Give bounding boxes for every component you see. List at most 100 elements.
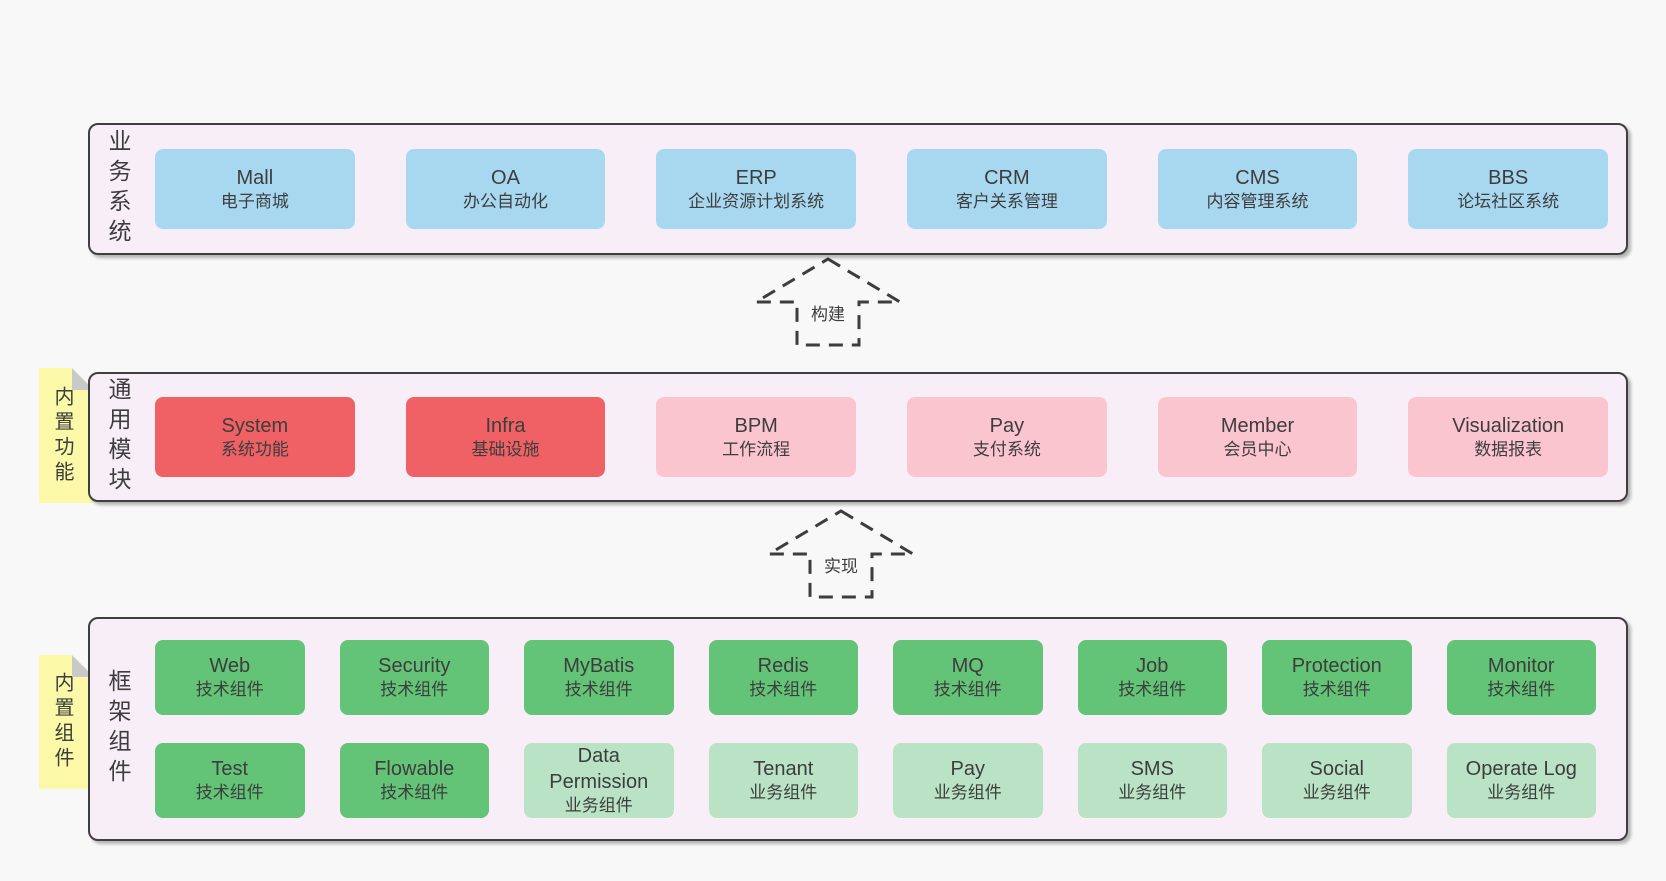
box-title: BBS [1488,166,1529,189]
build-arrow: 构建 [753,256,903,348]
box-title: Flowable [374,758,455,781]
builtin-components-note: 内置组件 [39,655,94,789]
box-subtitle: 技术组件 [380,680,449,700]
build-arrow-label: 构建 [808,300,848,325]
box-subtitle: 技术组件 [933,680,1002,700]
panel-label-modules: 通用模块 [105,377,131,497]
box-subtitle: 客户关系管理 [955,191,1058,211]
box-subtitle: 数据报表 [1474,439,1543,459]
panel-label-business: 业务系统 [105,129,131,249]
panel-label-components: 框架组件 [105,669,131,789]
box-title: System [221,414,289,437]
box-title: OA [491,166,520,189]
box-title: BPM [734,414,778,437]
box-subtitle: 业务组件 [1302,783,1371,803]
box-title: SMS [1130,758,1174,781]
box-subtitle: 电子商城 [220,191,289,211]
box-subtitle: 技术组件 [380,783,449,803]
implement-arrow-label: 实现 [821,552,861,577]
box-title: Data Permission [549,745,649,794]
box-title: Job [1136,655,1169,678]
builtin-features-note: 内置功能 [39,368,94,503]
builtin-components-note-label: 内置组件 [51,672,73,772]
box-title: MyBatis [563,655,635,678]
box-title: Monitor [1487,655,1555,678]
box-title: ERP [735,166,777,189]
box-subtitle: 论坛社区系统 [1457,191,1560,211]
box-subtitle: 业务组件 [933,783,1002,803]
box-subtitle: 企业资源计划系统 [688,191,825,211]
box-subtitle: 技术组件 [195,783,264,803]
box-subtitle: 技术组件 [1302,680,1371,700]
box-subtitle: 内容管理系统 [1206,191,1309,211]
box-title: Pay [989,414,1025,437]
implement-arrow: 实现 [766,508,916,600]
box-title: Infra [485,414,526,437]
box-subtitle: 技术组件 [564,680,633,700]
box-subtitle: 支付系统 [972,439,1041,459]
box-subtitle: 会员中心 [1223,439,1292,459]
box-subtitle: 业务组件 [564,796,633,816]
box-subtitle: 办公自动化 [463,191,548,211]
box-title: CRM [984,166,1030,189]
box-subtitle: 业务组件 [1487,783,1556,803]
box-subtitle: 业务组件 [1118,783,1187,803]
box-title: Pay [950,758,985,781]
box-subtitle: 技术组件 [1487,680,1556,700]
box-title: Mall [236,166,274,189]
box-title: Operate Log [1465,758,1577,781]
box-subtitle: 工作流程 [722,439,791,459]
box-title: Web [209,655,251,678]
box-subtitle: 系统功能 [220,439,289,459]
builtin-features-note-label: 内置功能 [51,385,73,486]
box-subtitle: 技术组件 [195,680,264,700]
box-title: Security [378,655,451,678]
box-title: Member [1220,414,1295,437]
box-subtitle: 技术组件 [749,680,818,700]
box-title: Test [211,758,249,781]
box-title: MQ [951,655,984,678]
box-title: Protection [1291,655,1382,678]
box-subtitle: 基础设施 [471,439,540,459]
box-title: Visualization [1452,414,1565,437]
box-subtitle: 技术组件 [1118,680,1187,700]
